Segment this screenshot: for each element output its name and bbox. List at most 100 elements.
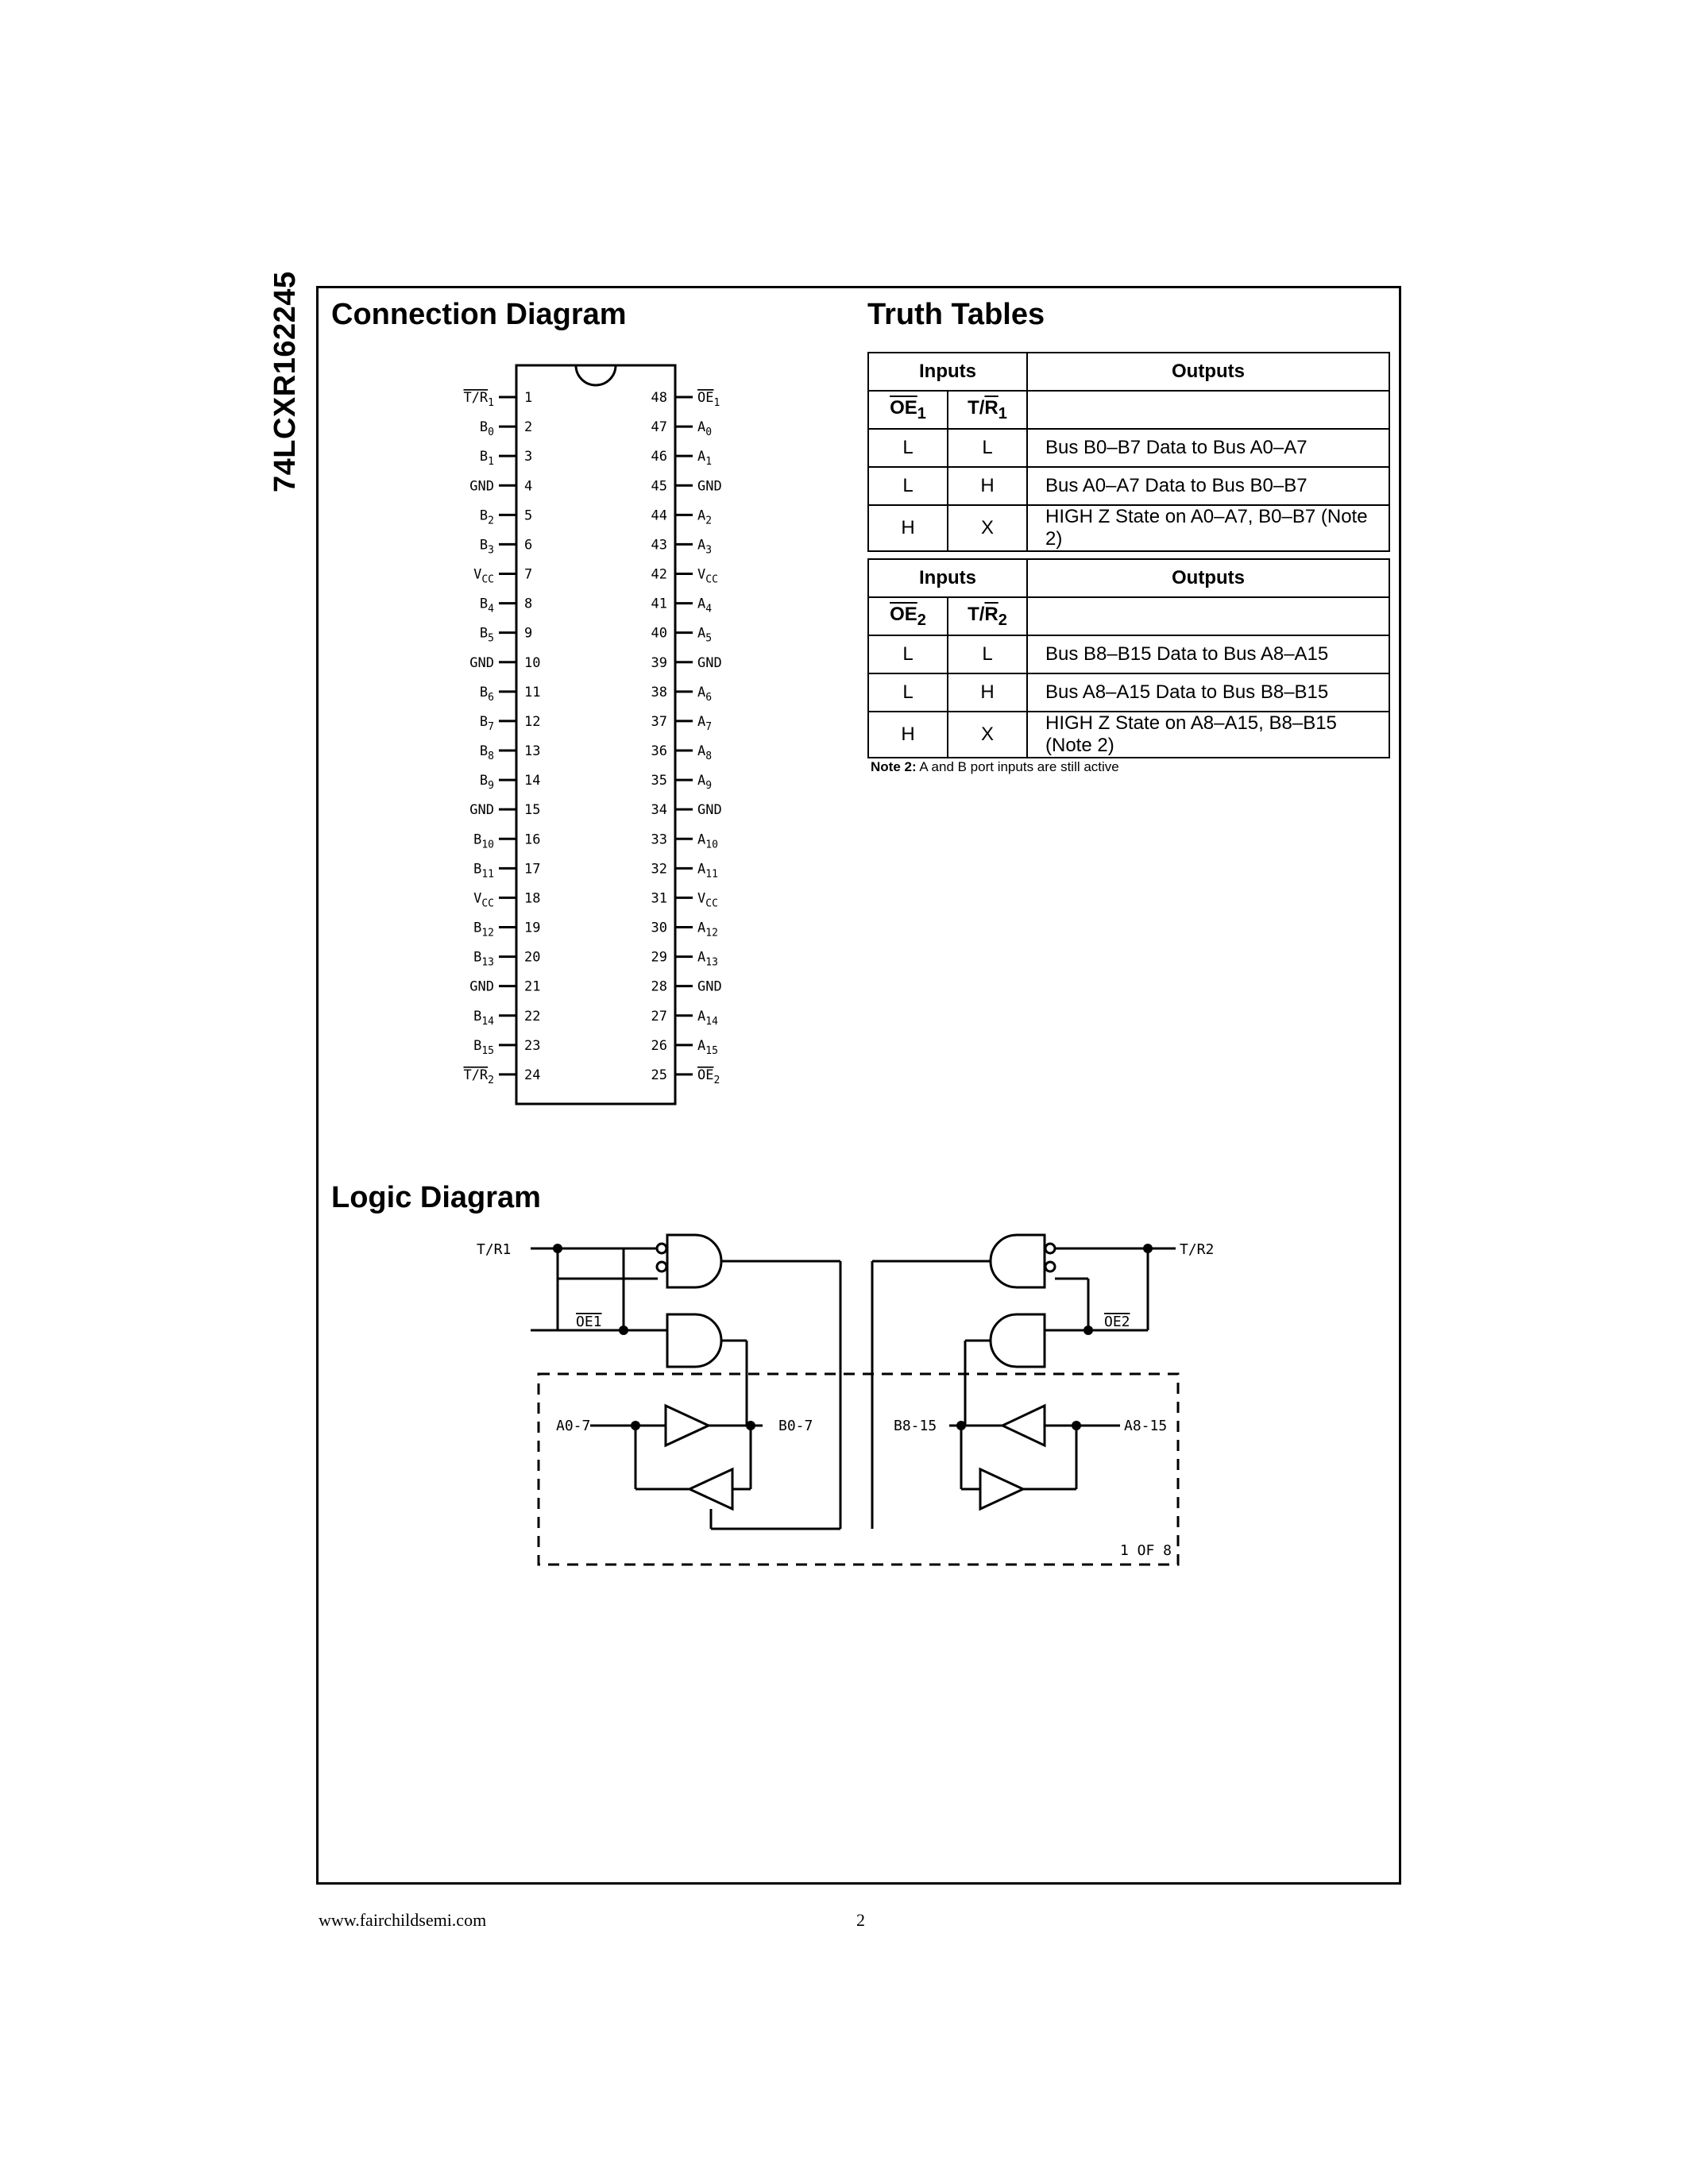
pin-number: 32 [651, 861, 667, 877]
tr-value: L [947, 635, 1028, 674]
pin-number: 4 [524, 478, 532, 494]
pin-number: 12 [524, 714, 540, 730]
oe-value: L [867, 466, 948, 506]
pin-number: 38 [651, 685, 667, 700]
oe-value: L [867, 635, 948, 674]
ic-notch [574, 365, 617, 387]
output-value: Bus A0–A7 Data to Bus B0–B7 [1026, 466, 1390, 506]
pin-label: VCC [697, 567, 718, 586]
pin-label: B5 [480, 626, 494, 645]
pin-label: GND [469, 478, 494, 494]
pin-number: 2 [524, 419, 532, 435]
pin-label: B2 [480, 507, 494, 527]
pin-number: 7 [524, 567, 532, 583]
truth-tables-title: Truth Tables [867, 298, 1045, 331]
pin-number: 21 [524, 979, 540, 995]
pin-label: A1 [697, 449, 712, 468]
oe-value: L [867, 428, 948, 468]
output-value: Bus A8–A15 Data to Bus B8–B15 [1026, 673, 1390, 712]
oe-value: H [867, 504, 948, 552]
pin-label: GND [697, 478, 722, 494]
buffer-left-reverse [686, 1467, 734, 1511]
pin-number: 46 [651, 449, 667, 465]
pin-label: GND [697, 979, 722, 995]
pin-label: B15 [473, 1038, 494, 1057]
pin-number: 40 [651, 626, 667, 642]
pin-label: GND [469, 802, 494, 818]
one-of-label: 1 OF 8 [1120, 1542, 1172, 1559]
pin-number: 45 [651, 478, 667, 494]
pin-label: B0 [480, 419, 494, 438]
and-gate-2 [666, 1313, 723, 1368]
oe-column-header: OE2 [867, 596, 948, 636]
pin-number: 44 [651, 507, 667, 523]
pin-label: A14 [697, 1009, 718, 1028]
pin-label: OE2 [697, 1067, 720, 1086]
pin-label: A2 [697, 507, 712, 527]
logic-diagram: T/R1 OE1 A0-7 B0-7 B8-15 A8-15 T/R2 OE2 … [477, 1233, 1214, 1566]
inputs-header: Inputs [867, 352, 1028, 392]
table-note: Note 2: A and B port inputs are still ac… [871, 759, 1119, 774]
tr-value: X [947, 711, 1028, 758]
pin-number: 27 [651, 1009, 667, 1024]
pin-label: B3 [480, 537, 494, 556]
pin-number: 42 [651, 567, 667, 583]
oe-column-header: OE1 [867, 390, 948, 430]
pin-number: 18 [524, 890, 540, 906]
pin-number: 24 [524, 1067, 540, 1083]
pin-number: 31 [651, 890, 667, 906]
pin-number: 6 [524, 537, 532, 553]
b07-label: B0-7 [778, 1418, 813, 1434]
pin-label: A0 [697, 419, 712, 438]
oe2-label: OE2 [1104, 1314, 1130, 1330]
pin-label: A6 [697, 685, 712, 704]
content-frame [316, 286, 1401, 1885]
pin-number: 11 [524, 685, 540, 700]
dashed-enclosure [537, 1372, 1180, 1566]
inputs-header: Inputs [867, 558, 1028, 598]
pin-number: 8 [524, 596, 532, 612]
pin-label: GND [469, 655, 494, 671]
pin-label: A3 [697, 537, 712, 556]
pin-number: 35 [651, 773, 667, 789]
pin-label: B7 [480, 714, 494, 733]
pin-label: VCC [697, 890, 718, 909]
connection-diagram: 1T/R12B03B14GND5B26B37VCC8B49B510GND11B6… [463, 364, 722, 1106]
pin-label: B9 [480, 773, 494, 792]
pin-label: GND [469, 979, 494, 995]
pin-number: 48 [651, 390, 667, 406]
side-part-number: 74LCXR162245 [268, 271, 302, 492]
page-number: 2 [856, 1910, 865, 1930]
pin-label: B10 [473, 832, 494, 851]
pin-label: B12 [473, 920, 494, 940]
pin-number: 47 [651, 419, 667, 435]
output-value: Bus B8–B15 Data to Bus A8–A15 [1026, 635, 1390, 674]
outputs-header: Outputs [1026, 558, 1390, 598]
pin-label: A12 [697, 920, 718, 940]
pin-label: A15 [697, 1038, 718, 1057]
tr-value: X [947, 504, 1028, 552]
table-row: L H Bus A8–A15 Data to Bus B8–B15 [867, 673, 1390, 712]
buffer-left-forward [664, 1403, 712, 1448]
tr-column-header: T/R1 [947, 390, 1028, 430]
pin-number: 29 [651, 950, 667, 966]
pin-number: 13 [524, 743, 540, 759]
pin-number: 20 [524, 950, 540, 966]
pin-number: 17 [524, 861, 540, 877]
pin-number: 9 [524, 626, 532, 642]
pin-label: B11 [473, 861, 494, 880]
tr-column-header: T/R2 [947, 596, 1028, 636]
pin-number: 15 [524, 802, 540, 818]
pin-number: 26 [651, 1038, 667, 1054]
tr1-label: T/R1 [477, 1241, 511, 1258]
pin-label: B13 [473, 950, 494, 969]
pin-label: GND [697, 655, 722, 671]
pin-number: 16 [524, 832, 540, 847]
footer-url[interactable]: www.fairchildsemi.com [319, 1910, 487, 1930]
pin-label: B6 [480, 685, 494, 704]
pin-number: 33 [651, 832, 667, 847]
oe-value: H [867, 711, 948, 758]
table-row: L L Bus B0–B7 Data to Bus A0–A7 [867, 428, 1390, 468]
pin-number: 30 [651, 920, 667, 936]
pin-number: 5 [524, 507, 532, 523]
